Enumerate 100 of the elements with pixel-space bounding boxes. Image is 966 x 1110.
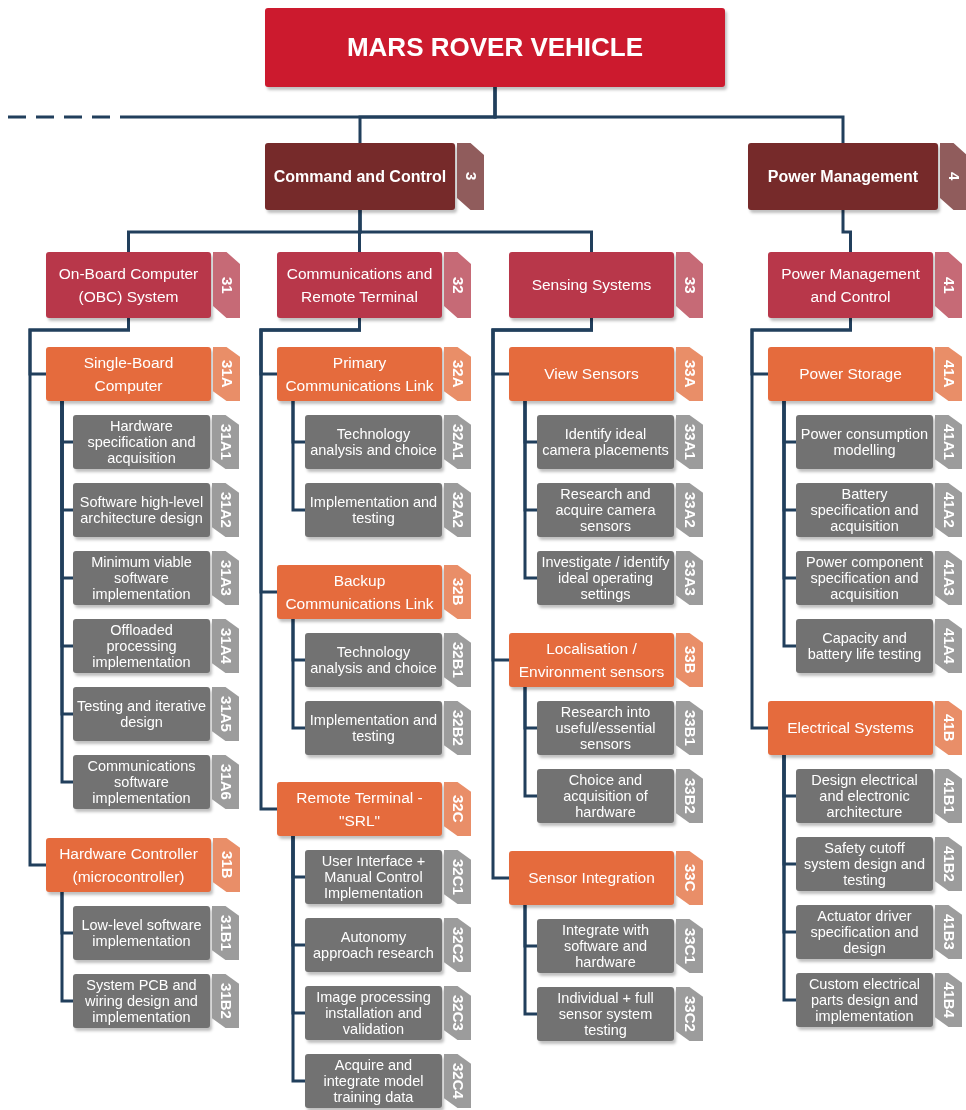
code-tab: 41A3 — [935, 551, 962, 605]
code-tab: 31A3 — [212, 551, 239, 605]
work-package-box: On-Board Computer (OBC) System — [46, 252, 211, 318]
code-tab: 31A4 — [212, 619, 239, 673]
code-tab: 32 — [444, 252, 471, 318]
title-box: MARS ROVER VEHICLE — [265, 8, 725, 87]
code-tab: 31 — [213, 252, 240, 318]
connector-line — [523, 687, 537, 798]
code-tab: 33C — [676, 851, 703, 905]
work-package-box: Technology analysis and choice — [305, 633, 442, 687]
work-package-box: Hardware specification and acquisition — [73, 415, 210, 469]
work-package-box: Individual + full sensor system testing — [537, 987, 674, 1041]
code-tab: 4 — [940, 143, 966, 210]
connector-line — [841, 210, 852, 252]
connector-line — [523, 401, 537, 580]
work-package-box: Offloaded processing implementation — [73, 619, 210, 673]
work-package-box: Investigate / identify ideal operating settings — [537, 551, 674, 605]
work-package-box: Custom electrical parts design and implementation — [796, 973, 933, 1027]
code-tab: 32C2 — [444, 918, 471, 972]
work-package-box: Actuator driver specification and design — [796, 905, 933, 959]
work-package-box: Command and Control — [265, 143, 455, 210]
code-tab: 31B — [213, 838, 240, 892]
connector-line — [782, 401, 796, 648]
code-tab: 41A4 — [935, 619, 962, 673]
work-package-box: Single-Board Computer — [46, 347, 211, 401]
connector-line — [60, 892, 73, 1003]
code-tab: 32B — [444, 565, 471, 619]
work-package-box: Power component specification and acquisition — [796, 551, 933, 605]
code-tab: 33A — [676, 347, 703, 401]
connector-line — [782, 755, 796, 1002]
work-package-box: Software high-level architecture design — [73, 483, 210, 537]
work-package-box: Localisation / Environment sensors — [509, 633, 674, 687]
work-package-box: Communications software implementation — [73, 755, 210, 809]
code-tab: 41B4 — [935, 973, 962, 1027]
code-tab: 33A1 — [676, 415, 703, 469]
work-package-box: Integrate with software and hardware — [537, 919, 674, 973]
work-package-box: Remote Terminal - "SRL" — [277, 782, 442, 836]
work-package-box: Research and acquire camera sensors — [537, 483, 674, 537]
work-package-box: Technology analysis and choice — [305, 415, 442, 469]
code-tab: 31B2 — [212, 974, 239, 1028]
work-package-box: Implementation and testing — [305, 701, 442, 755]
connector-line — [60, 401, 73, 784]
work-package-box: Power Management — [748, 143, 938, 210]
work-package-box: Design electrical and electronic architecture — [796, 769, 933, 823]
work-package-box: System PCB and wiring design and implementation — [73, 974, 210, 1028]
connector-line — [523, 905, 537, 1016]
code-tab: 33A2 — [676, 483, 703, 537]
connector-line — [8, 87, 497, 119]
work-package-box: User Interface + Manual Control Implementation — [305, 850, 442, 904]
code-tab: 41B — [935, 701, 962, 755]
connector-line — [358, 210, 593, 252]
code-tab: 31A6 — [212, 755, 239, 809]
code-tab: 41A1 — [935, 415, 962, 469]
code-tab: 41B3 — [935, 905, 962, 959]
code-tab: 32A1 — [444, 415, 471, 469]
work-package-box: Implementation and testing — [305, 483, 442, 537]
work-package-box: Testing and iterative design — [73, 687, 210, 741]
code-tab: 32B2 — [444, 701, 471, 755]
work-package-box: Minimum viable software implementation — [73, 551, 210, 605]
work-package-box: Capacity and battery life testing — [796, 619, 933, 673]
code-tab: 41A — [935, 347, 962, 401]
work-package-box: Autonomy approach research — [305, 918, 442, 972]
code-tab: 32A — [444, 347, 471, 401]
work-package-box: Acquire and integrate model training data — [305, 1054, 442, 1108]
work-package-box: Identify ideal camera placements — [537, 415, 674, 469]
code-tab: 33B2 — [676, 769, 703, 823]
work-package-box: Backup Communications Link — [277, 565, 442, 619]
code-tab: 31A2 — [212, 483, 239, 537]
work-package-box: Image processing installation and validation — [305, 986, 442, 1040]
connector-line — [291, 836, 305, 1083]
work-package-box: Sensing Systems — [509, 252, 674, 318]
code-tab: 41 — [935, 252, 962, 318]
code-tab: 31B1 — [212, 906, 239, 960]
work-package-box: Communications and Remote Terminal — [277, 252, 442, 318]
work-package-box: Primary Communications Link — [277, 347, 442, 401]
code-tab: 32C3 — [444, 986, 471, 1040]
code-tab: 33B1 — [676, 701, 703, 755]
code-tab: 31A5 — [212, 687, 239, 741]
work-package-box: View Sensors — [509, 347, 674, 401]
code-tab: 32C4 — [444, 1054, 471, 1108]
connector-line — [291, 619, 305, 730]
code-tab: 32A2 — [444, 483, 471, 537]
code-tab: 41B2 — [935, 837, 962, 891]
code-tab: 41B1 — [935, 769, 962, 823]
work-package-box: Sensor Integration — [509, 851, 674, 905]
work-package-box: Research into useful/essential sensors — [537, 701, 674, 755]
code-tab: 33C1 — [676, 919, 703, 973]
code-tab: 32C — [444, 782, 471, 836]
connector-line — [291, 401, 305, 512]
code-tab: 31A1 — [212, 415, 239, 469]
code-tab: 41A2 — [935, 483, 962, 537]
work-package-box: Power consumption modelling — [796, 415, 933, 469]
code-tab: 33C2 — [676, 987, 703, 1041]
code-tab: 33B — [676, 633, 703, 687]
code-tab: 32C1 — [444, 850, 471, 904]
work-package-box: Power Storage — [768, 347, 933, 401]
work-package-box: Battery specification and acquisition — [796, 483, 933, 537]
code-tab: 32B1 — [444, 633, 471, 687]
work-package-box: Electrical Systems — [768, 701, 933, 755]
work-package-box: Hardware Controller (microcontroller) — [46, 838, 211, 892]
